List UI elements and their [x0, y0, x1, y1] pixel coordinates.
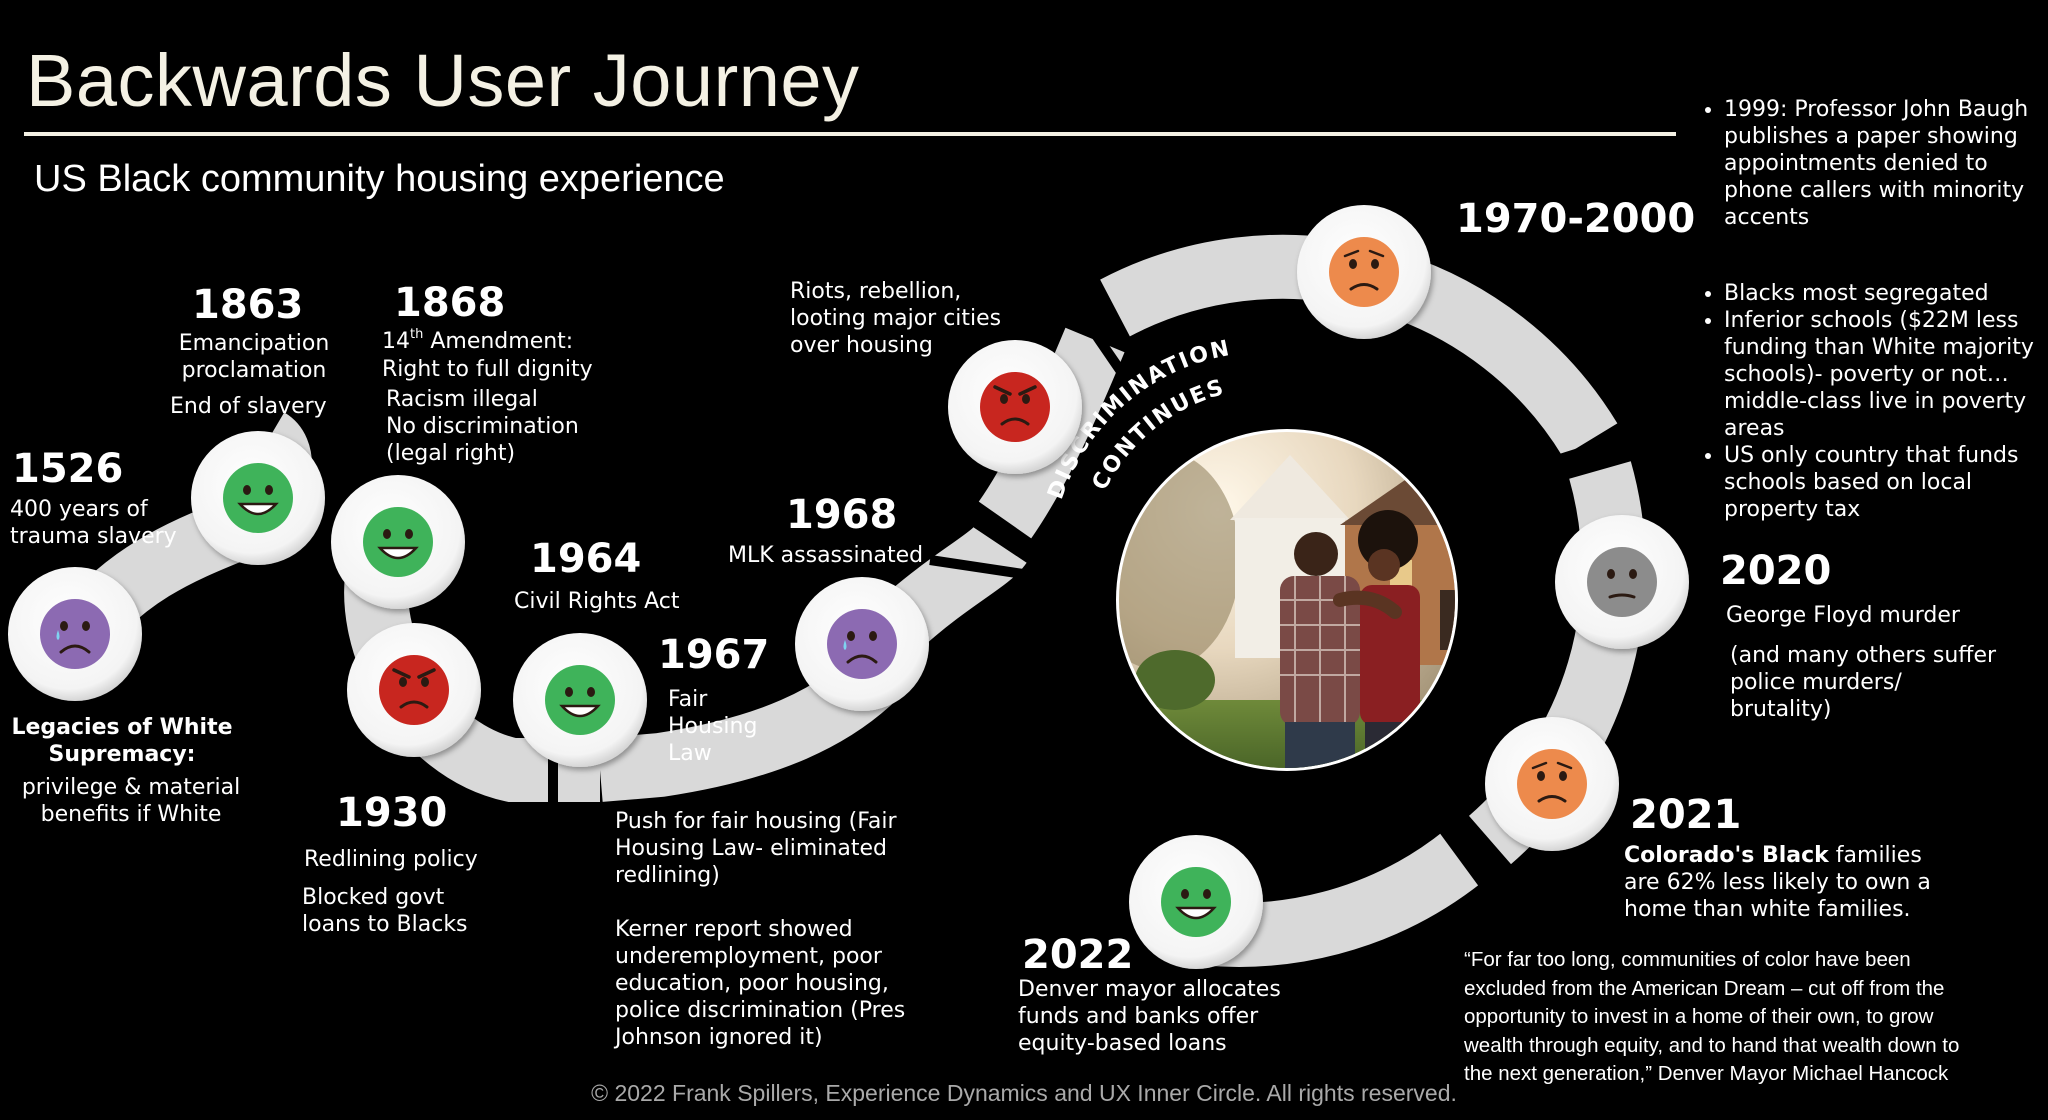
page-title: Backwards User Journey — [26, 39, 860, 122]
text-riots: Riots, rebellion, looting major cities o… — [790, 279, 1002, 358]
year-2022: 2022 — [1022, 932, 1134, 978]
year-1868: 1868 — [394, 280, 506, 326]
face-1526-icon — [8, 567, 142, 701]
track-segment-1968 — [883, 524, 1027, 645]
year-1967: 1967 — [658, 632, 770, 678]
fair-housing-push: Push for fair housing (Fair Housing Law-… — [615, 809, 897, 888]
text-1964: Civil Rights Act — [514, 589, 680, 614]
text-1930: Redlining policy — [304, 847, 478, 872]
track-gaps — [548, 297, 1622, 903]
title-divider — [24, 132, 1676, 136]
text-2020: George Floyd murder — [1726, 603, 1960, 628]
year-1964: 1964 — [530, 536, 642, 582]
colorado-highlight: Colorado's Black — [1624, 843, 1829, 868]
year-1930: 1930 — [336, 790, 448, 836]
year-1526: 1526 — [12, 446, 124, 492]
text-1863-b: End of slavery — [170, 394, 327, 419]
year-1968: 1968 — [786, 492, 898, 538]
kerner-report: Kerner report showed underemployment, po… — [615, 917, 906, 1050]
text-1526: 400 years of trauma slavery — [10, 497, 177, 549]
text-1868-a: 14th Amendment: — [382, 328, 573, 355]
page-subtitle: US Black community housing experience — [34, 158, 725, 200]
face-1930-icon — [347, 623, 481, 757]
text-2020-b: (and many others suffer police murders/ … — [1730, 643, 1997, 722]
legacy-heading: Legacies of White Supremacy: — [11, 715, 233, 767]
bullet-item: 1999: Professor John Baugh publishes a p… — [1724, 96, 2034, 231]
text-1868-c: Racism illegal No discrimination (legal … — [386, 387, 579, 466]
face-badges — [8, 205, 1689, 969]
face-1863-icon — [191, 431, 325, 565]
mayor-quote: “For far too long, communities of color … — [1464, 948, 1960, 1085]
year-2020: 2020 — [1720, 548, 1832, 594]
text-1868-b: Right to full dignity — [382, 357, 593, 382]
year-1863: 1863 — [192, 282, 304, 328]
text-1930-b: Blocked govt loans to Blacks — [302, 885, 468, 937]
amendment-suffix: th — [410, 327, 424, 342]
bullet-item: Blacks most segregated — [1724, 280, 2034, 307]
copyright-footer: © 2022 Frank Spillers, Experience Dynami… — [591, 1080, 1457, 1106]
face-1970-2000-icon — [1297, 205, 1431, 339]
text-1863: Emancipation proclamation — [178, 331, 330, 383]
face-riots-icon — [948, 340, 1082, 474]
text-1968: MLK assassinated — [728, 543, 924, 568]
legacy-text: privilege & material benefits if White — [21, 775, 241, 827]
bullets-mid: Blacks most segregated Inferior schools … — [1694, 280, 2034, 523]
text-2022: Denver mayor allocates funds and banks o… — [1018, 977, 1281, 1056]
face-1964-icon — [513, 633, 647, 767]
text-2021-rest: families are 62% less likely to own a ho… — [1624, 843, 1931, 922]
text-1967: Fair Housing Law — [668, 687, 758, 766]
bullets-top: 1999: Professor John Baugh publishes a p… — [1694, 96, 2034, 231]
text-2021: Colorado's Black families are 62% less l… — [1624, 842, 1931, 923]
face-2020-icon — [1555, 515, 1689, 649]
amendment-label: Amendment: — [423, 329, 574, 354]
amendment-number: 14 — [382, 329, 410, 354]
bullet-item: Inferior schools ($22M less funding than… — [1724, 307, 2034, 442]
year-1970-2000: 1970-2000 — [1456, 196, 1696, 242]
face-1868-icon — [331, 475, 465, 609]
face-1968-icon — [795, 577, 929, 711]
face-2022-icon — [1129, 835, 1263, 969]
face-2021-icon — [1485, 717, 1619, 851]
bullet-item: US only country that funds schools based… — [1724, 442, 2034, 523]
year-2021: 2021 — [1630, 792, 1742, 838]
couple-house-photo-icon — [1116, 429, 1458, 771]
